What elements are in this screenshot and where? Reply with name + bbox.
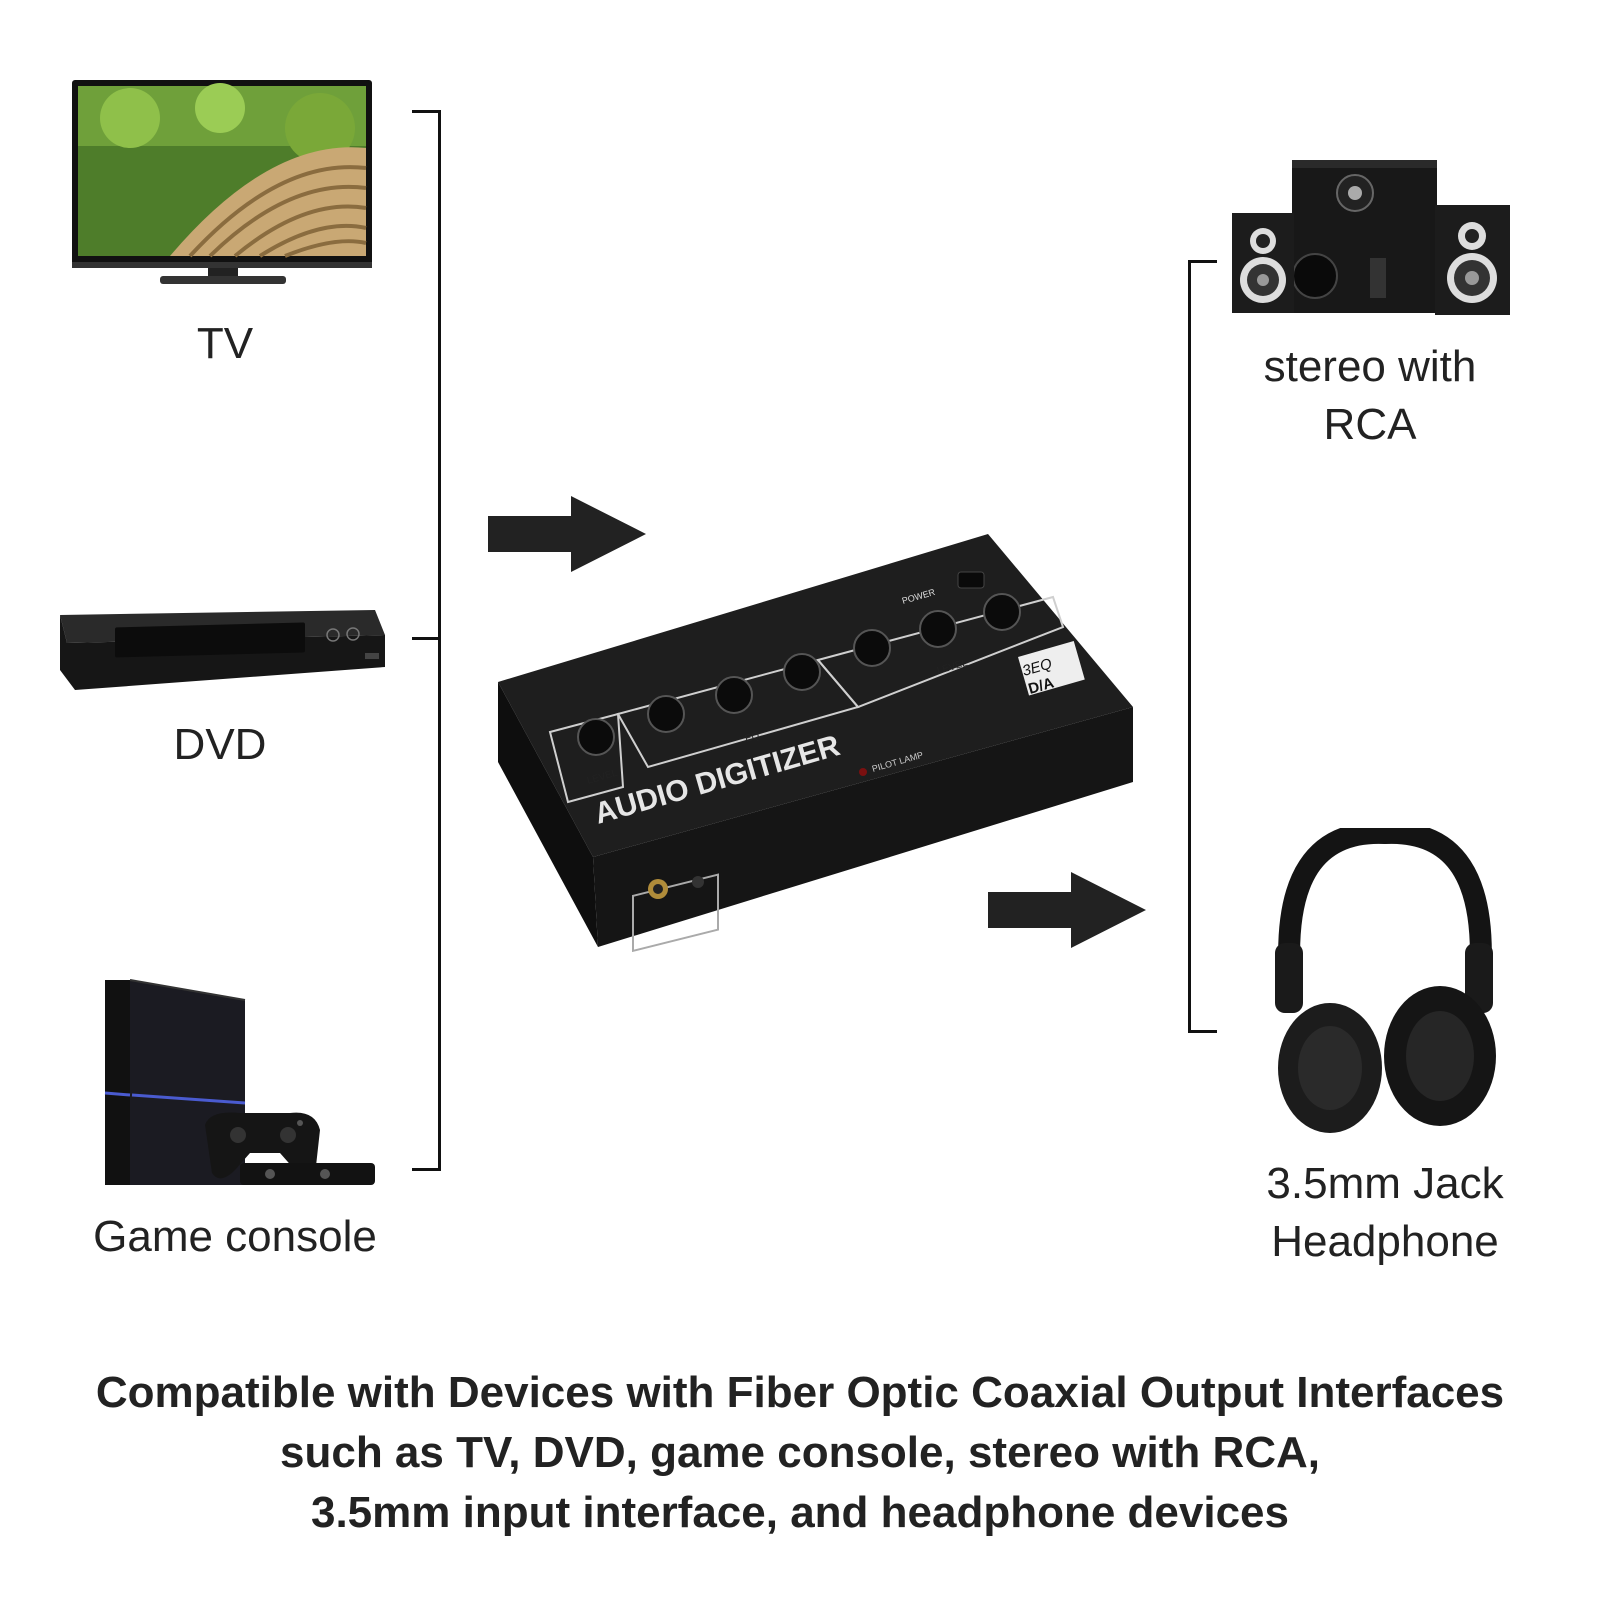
headphones-image [1275, 828, 1496, 1133]
stereo-label-line1: stereo with [1263, 342, 1477, 391]
dvd-player-image [60, 610, 385, 690]
headphone-label-line2: Headphone [1271, 1217, 1499, 1266]
caption-line-3: 3.5mm input interface, and headphone dev… [310, 1488, 1290, 1537]
left-bracket-tick [412, 637, 438, 640]
dvd-label: DVD [173, 720, 267, 769]
caption-line-2: such as TV, DVD, game console, stereo wi… [280, 1428, 1320, 1477]
output-arrow [988, 872, 1146, 948]
stereo-speakers-image [1232, 160, 1510, 315]
audio-digitizer-device: AUDIO DIGITIZER POWER PILOT LAMP LEVEL E… [498, 534, 1133, 952]
headphone-label: 3.5mm Jack Headphone [1225, 1155, 1545, 1271]
tv-label: TV [196, 319, 254, 368]
game-console-label: Game console [93, 1212, 377, 1261]
headphone-label-line1: 3.5mm Jack [1266, 1159, 1504, 1208]
stereo-label-line2: RCA [1323, 400, 1417, 449]
tv-image [72, 80, 372, 284]
stereo-label: stereo with RCA [1220, 338, 1520, 454]
caption-line-1: Compatible with Devices with Fiber Optic… [95, 1368, 1505, 1417]
input-arrow [488, 496, 646, 572]
right-bracket [1188, 260, 1217, 1033]
game-console-image [104, 979, 375, 1185]
eq-label: EQ [744, 730, 761, 745]
badge-bottom: D/A [1026, 674, 1056, 698]
left-bracket [412, 110, 441, 1171]
